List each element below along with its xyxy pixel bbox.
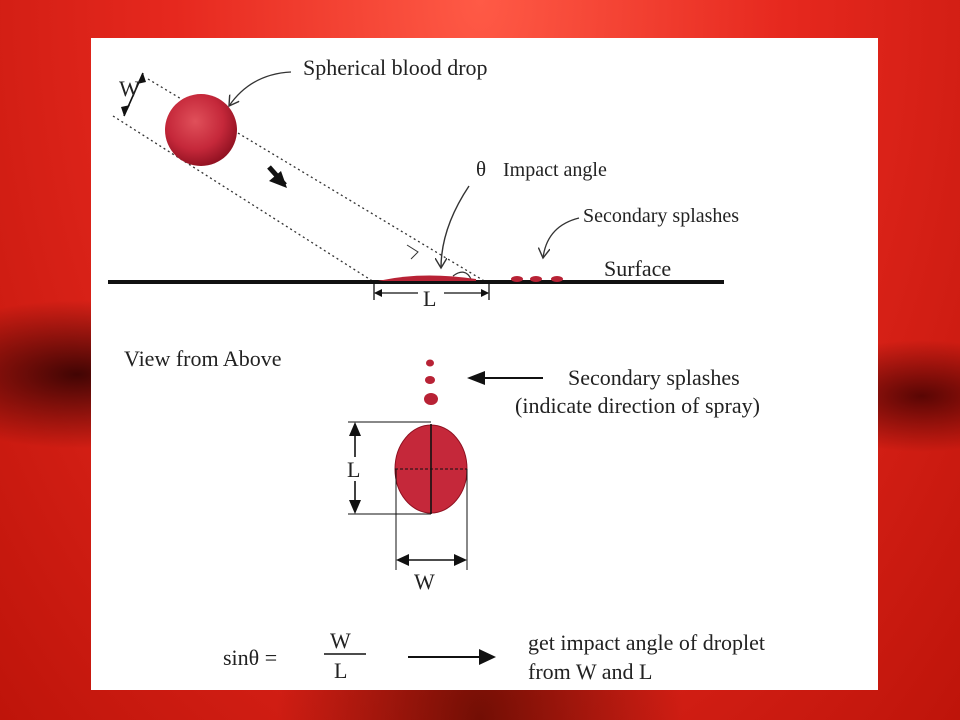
impact-angle-diagram: W Spherical blood drop θ Impact angle Se… bbox=[108, 55, 765, 684]
impact-angle-label: Impact angle bbox=[503, 159, 607, 181]
surface-label: Surface bbox=[604, 256, 671, 281]
side-splash-dot bbox=[530, 276, 542, 282]
direction-arrow-head bbox=[269, 171, 287, 188]
impact-angle-arc bbox=[452, 271, 472, 280]
l-label-top: L bbox=[347, 457, 360, 482]
secondary-label-top-line1: Secondary splashes bbox=[568, 365, 740, 390]
secondary-label-side: Secondary splashes bbox=[583, 205, 739, 227]
trajectory-lower-line bbox=[112, 115, 375, 283]
right-angle-marker bbox=[406, 244, 419, 260]
drop-label: Spherical blood drop bbox=[303, 55, 488, 80]
drop-pointer bbox=[229, 71, 292, 106]
impact-angle-pointer bbox=[441, 185, 470, 268]
top-splash-dot bbox=[426, 359, 434, 367]
formula-lhs: sinθ = bbox=[223, 645, 277, 670]
side-splash-dot bbox=[551, 276, 563, 282]
l-label-side: L bbox=[423, 286, 436, 311]
theta-symbol: θ bbox=[476, 157, 486, 181]
spherical-drop bbox=[165, 94, 237, 166]
w-label-top: W bbox=[414, 569, 435, 594]
result-line2: from W and L bbox=[528, 659, 652, 684]
result-line1: get impact angle of droplet bbox=[528, 630, 765, 655]
formula-numerator: W bbox=[330, 628, 351, 653]
w-label-side: W bbox=[119, 76, 140, 101]
formula-denominator: L bbox=[334, 658, 347, 683]
top-view-title: View from Above bbox=[124, 346, 282, 371]
side-splash-dot bbox=[511, 276, 523, 282]
top-splash-dot bbox=[424, 393, 438, 405]
top-splash-dot bbox=[425, 376, 435, 384]
side-stain bbox=[378, 275, 476, 281]
secondary-pointer-side bbox=[543, 217, 580, 258]
secondary-label-top-line2: (indicate direction of spray) bbox=[515, 393, 760, 418]
diagram-panel: W Spherical blood drop θ Impact angle Se… bbox=[91, 38, 878, 690]
